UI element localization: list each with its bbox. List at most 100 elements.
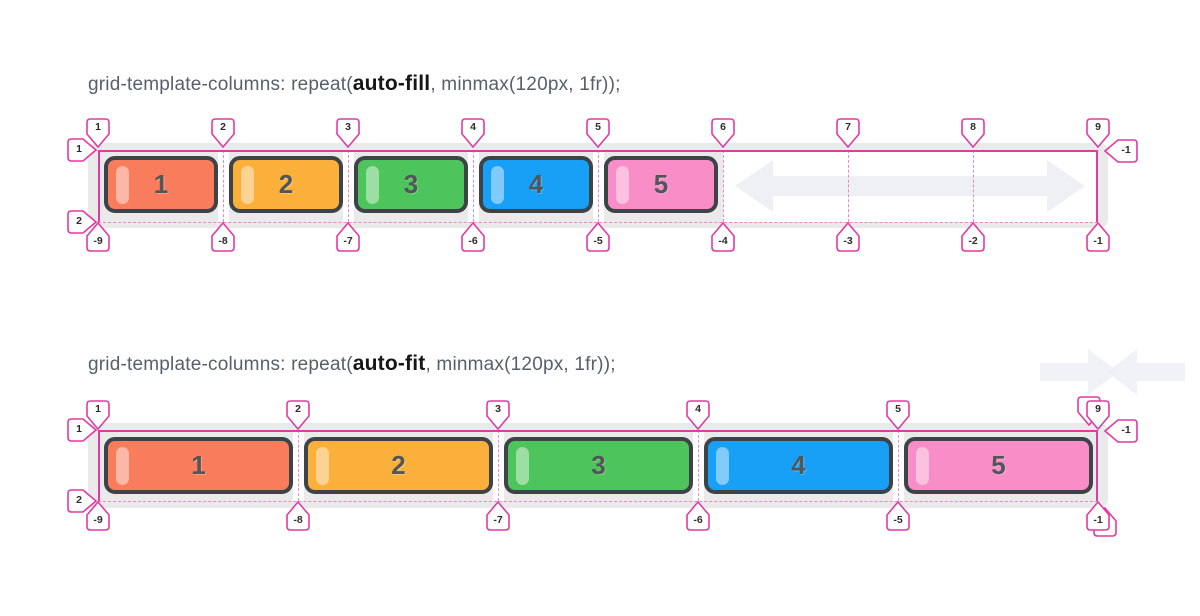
item-number: 1 <box>191 450 206 480</box>
autofill-top-line-marker: 9 <box>1086 118 1110 148</box>
autofill-keyword: auto-fill <box>352 72 431 95</box>
grid-line-number: 2 <box>220 121 226 133</box>
grid-line-number: 2 <box>76 215 82 227</box>
autofill-bottom-line-marker: -1 <box>1086 222 1110 252</box>
autofit-bottom-line-marker: -5 <box>886 501 910 531</box>
autofill-grid-item: 2 <box>229 156 343 213</box>
code-suffix: , minmax(120px, 1fr)); <box>430 74 621 95</box>
grid-line-number: 4 <box>470 121 476 133</box>
autofit-grid-overlay-outline <box>98 430 1098 501</box>
grid-line-number: -3 <box>843 235 853 247</box>
grid-line-number: 3 <box>345 121 351 133</box>
autofit-column-line <box>698 430 699 501</box>
grid-line-number: 4 <box>695 403 701 415</box>
autofill-top-line-marker: 3 <box>336 118 360 148</box>
autofit-left-row-marker: 1 <box>67 418 97 442</box>
autofill-top-line-marker: 4 <box>461 118 485 148</box>
item-gloss-highlight <box>616 165 629 204</box>
item-number: 4 <box>528 169 544 199</box>
grid-line-number: -1 <box>1093 235 1103 247</box>
grid-line-number: -7 <box>493 514 503 526</box>
autofit-top-line-marker: 9 <box>1086 400 1110 430</box>
grid-line-number: 1 <box>95 403 101 415</box>
item-gloss-highlight <box>116 165 129 204</box>
autofit-row-line-bottom <box>98 501 1098 502</box>
autofill-top-line-marker: 8 <box>961 118 985 148</box>
grid-line-number: 9 <box>1095 121 1101 133</box>
grid-line-number: -2 <box>968 235 978 247</box>
grid-line-number: -8 <box>218 235 228 247</box>
autofill-bottom-line-marker: -3 <box>836 222 860 252</box>
autofill-grid-item: 3 <box>354 156 468 213</box>
item-gloss-highlight <box>241 165 254 204</box>
item-gloss-highlight <box>516 446 529 485</box>
autofit-top-line-marker: 2 <box>286 400 310 430</box>
autofill-left-row-marker: 1 <box>67 138 97 162</box>
item-number: 1 <box>153 169 169 199</box>
autofit-grid-item: 3 <box>504 437 693 494</box>
item-number: 5 <box>991 450 1006 480</box>
grid-line-number: -7 <box>343 235 353 247</box>
autofill-bottom-line-marker: -8 <box>211 222 235 252</box>
grid-line-number: 9 <box>1095 403 1101 415</box>
grid-line-number: -5 <box>593 235 603 247</box>
grid-line-number: -1 <box>1093 514 1103 526</box>
grid-line-number: -9 <box>93 235 103 247</box>
autofill-grid-overlay-outline <box>98 150 1098 222</box>
autofill-bottom-line-marker: -5 <box>586 222 610 252</box>
leftover-space-arrow-icon <box>735 160 1085 212</box>
autofit-bottom-line-marker: -9 <box>86 501 110 531</box>
autofill-column-line <box>598 150 599 222</box>
grid-line-number: 2 <box>295 403 301 415</box>
autofill-grid-item: 5 <box>604 156 718 213</box>
item-number: 3 <box>403 169 419 199</box>
grid-line-number: 5 <box>895 403 901 415</box>
autofit-right-row-marker: -1 <box>1104 419 1138 443</box>
autofit-column-line <box>298 430 299 501</box>
autofill-top-line-marker: 2 <box>211 118 235 148</box>
autofit-top-line-marker: 5 <box>886 400 910 430</box>
autofit-code-title: grid-template-columns: repeat(auto-fit, … <box>88 352 616 376</box>
autofill-bottom-line-marker: -6 <box>461 222 485 252</box>
code-suffix: , minmax(120px, 1fr)); <box>425 354 616 375</box>
autofill-column-line <box>348 150 349 222</box>
grid-line-number: 2 <box>76 494 82 506</box>
autofill-column-line <box>848 150 849 222</box>
autofill-column-line <box>473 150 474 222</box>
autofill-top-line-marker: 6 <box>711 118 735 148</box>
grid-line-number: 7 <box>845 121 851 133</box>
autofit-keyword: auto-fit <box>352 352 426 375</box>
autofill-grid-item: 4 <box>479 156 593 213</box>
autofill-left-row-marker: 2 <box>67 210 97 234</box>
autofill-right-row-marker: -1 <box>1104 139 1138 163</box>
grid-line-number: 5 <box>595 121 601 133</box>
autofit-top-line-marker: 4 <box>686 400 710 430</box>
autofill-code-title: grid-template-columns: repeat(auto-fill,… <box>88 72 621 96</box>
grid-line-number: -1 <box>1121 424 1131 436</box>
item-gloss-highlight <box>916 446 929 485</box>
grid-line-number: -6 <box>693 514 703 526</box>
grid-line-number: -8 <box>293 514 303 526</box>
autofit-grid-item: 5 <box>904 437 1093 494</box>
autofill-column-line <box>723 150 724 222</box>
autofit-bottom-line-marker: -6 <box>686 501 710 531</box>
autofit-column-line <box>498 430 499 501</box>
item-gloss-highlight <box>366 165 379 204</box>
grid-line-number: 6 <box>720 121 726 133</box>
autofit-grid-item: 1 <box>104 437 293 494</box>
grid-line-number: -1 <box>1121 144 1131 156</box>
grid-line-number: -6 <box>468 235 478 247</box>
grid-line-number: 1 <box>76 143 82 155</box>
autofit-grid-item: 4 <box>704 437 893 494</box>
autofill-top-line-marker: 7 <box>836 118 860 148</box>
code-prefix: grid-template-columns: repeat( <box>88 354 353 375</box>
item-number: 5 <box>653 169 669 199</box>
collapse-arrows-icon <box>1040 349 1185 395</box>
autofill-top-line-marker: 1 <box>86 118 110 148</box>
item-number: 3 <box>591 450 606 480</box>
autofit-top-line-marker: 1 <box>86 400 110 430</box>
autofit-bottom-line-marker: -8 <box>286 501 310 531</box>
autofit-collapsed-tracks-arrows <box>1040 346 1185 398</box>
autofill-column-line <box>973 150 974 222</box>
